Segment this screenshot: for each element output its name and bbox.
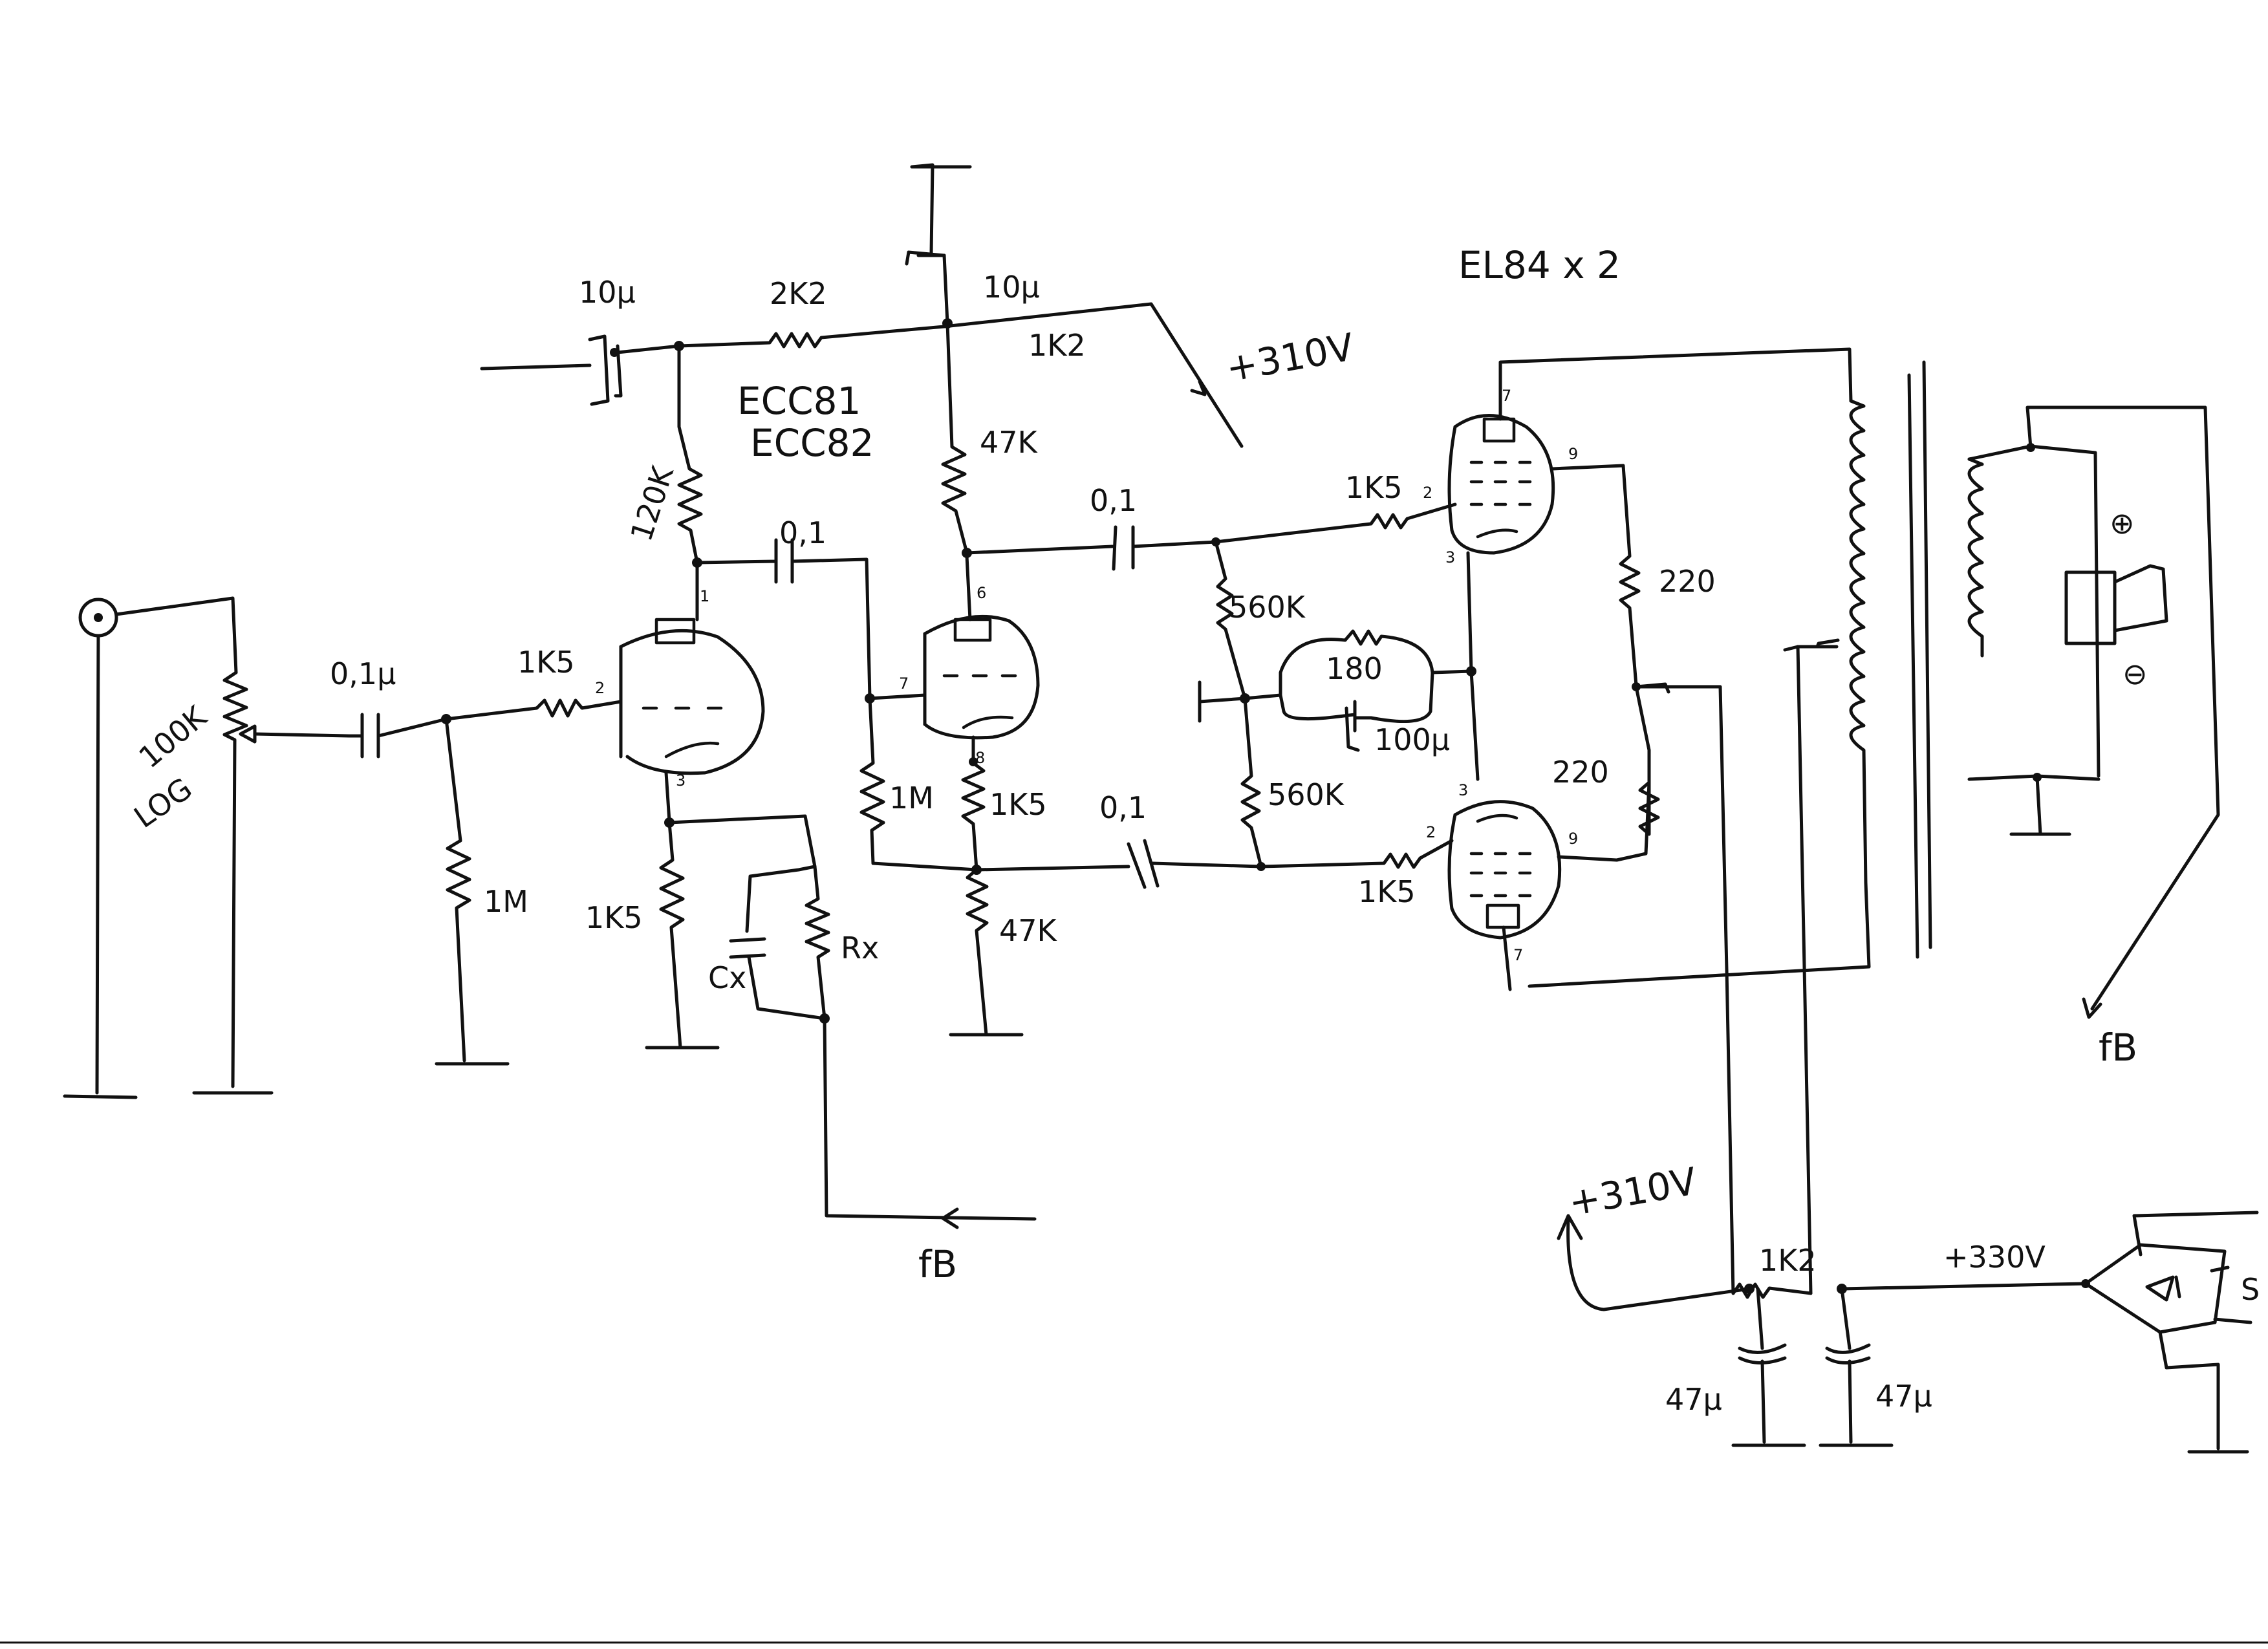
decoupling-res-value: 2K2 [770, 276, 827, 311]
preamp-tube-label-1: ECC81 [737, 379, 861, 423]
speaker-minus: ⊖ [2122, 656, 2148, 691]
input-jack [63, 596, 238, 1099]
lower-output-coupling: 0,1 [975, 790, 1266, 889]
power-supply: 1K2 47µ 47µ +310V +330V [1557, 1159, 2090, 1447]
v3-grid-stopper-value: 1K5 [1345, 470, 1403, 505]
speaker-plus: ⊕ [2110, 506, 2135, 541]
v3-grid-stopper: 1K5 [1214, 470, 1457, 544]
input-cap-value: 0,1µ [330, 656, 396, 691]
v1-v2-coupling-capacitor: 0,1 [695, 515, 875, 704]
v1-grid-stopper: 1K5 [444, 645, 623, 721]
v2-cathode-res-value: 1K5 [989, 787, 1047, 822]
decoupling-cap-value: 10µ [579, 275, 636, 310]
power-tube-label: EL84 x 2 [1458, 243, 1621, 287]
v1-grid-stopper-value: 1K5 [517, 645, 575, 680]
v2-pin-6: 6 [977, 584, 986, 602]
v2-grid-circuit: 1M [859, 696, 978, 872]
v2-cathode-circuit: 1K5 47K [949, 735, 1058, 1037]
v4-screen-res-value: 220 [1552, 755, 1609, 790]
volume-pot-taper: LOG [127, 771, 198, 835]
v1-cathode-res-value: 1K5 [585, 900, 643, 935]
v1-cathode-circuit: 1K5 [585, 771, 817, 1050]
feedback-network: Cx Rx fB [708, 865, 1037, 1286]
top-cap-value: 10µ [983, 270, 1040, 305]
v3-pin-7: 7 [1502, 387, 1511, 405]
v1-pin-2: 2 [595, 679, 605, 697]
v1-plate-circuit: 120K [623, 344, 703, 621]
rectifier-label: S [2241, 1272, 2260, 1307]
feedback-label-right: fB [2099, 1026, 2137, 1070]
v4-pin-3: 3 [1458, 781, 1468, 799]
supply-cap2-value: 47µ [1875, 1379, 1932, 1414]
supply-raw-dc-label: +330V [1943, 1240, 2046, 1275]
v1-plate-res-value: 120K [623, 461, 680, 546]
tube-v4: 3 2 9 7 [1426, 781, 1578, 964]
output-transformer [1528, 360, 1932, 1295]
volume-pot-value: 100K [132, 698, 213, 775]
input-coupling-capacitor: 0,1µ [330, 656, 448, 759]
output-grid-resistors: 560K 560K [1198, 540, 1345, 868]
top-rail-label: +310V [1223, 325, 1357, 391]
lower-cap-value: 0,1 [1099, 790, 1147, 825]
upper-grid-res-value: 560K [1229, 590, 1306, 625]
supply-rail-label: +310V [1566, 1159, 1700, 1225]
output-bias-network: 180 100µ [1243, 629, 1476, 757]
upper-output-coupling: 0,1 [965, 483, 1220, 571]
preamp-tube-label-2: ECC82 [750, 421, 874, 465]
v1-pin-1: 1 [700, 587, 709, 605]
v2-tail-res-value: 47K [999, 913, 1058, 948]
v3-screen-res-value: 220 [1659, 564, 1716, 599]
v1-v2-cap-value: 0,1 [779, 515, 826, 550]
input-grid-leak-value: 1M [484, 884, 528, 919]
supply-drop-res-value: 1K2 [1759, 1243, 1817, 1278]
v4-pin-2: 2 [1426, 823, 1436, 841]
bias-res-value: 180 [1326, 651, 1383, 686]
supply-cap1-value: 47µ [1665, 1382, 1722, 1417]
v1-decoupling: 10µ 2K2 [480, 275, 946, 406]
bias-cap-value: 100µ [1374, 722, 1450, 757]
volume-pot: 100K LOG [127, 671, 351, 1095]
feedback-res-value: Rx [841, 931, 879, 965]
v2-grid-res-value: 1M [889, 781, 934, 815]
upper-cap-value: 0,1 [1090, 483, 1137, 518]
v3-pin-9: 9 [1568, 445, 1578, 463]
v4-grid-stopper: 1K5 [1259, 839, 1454, 909]
v1-pin-3: 3 [676, 771, 686, 790]
v4-pin-9: 9 [1568, 830, 1578, 848]
lower-grid-res-value: 560K [1268, 777, 1345, 812]
v2-pin-7: 7 [899, 674, 909, 693]
tube-v1: 1 2 3 [595, 587, 765, 790]
v3-pin-2: 2 [1423, 484, 1432, 502]
v3-plate-screen: 220 [1466, 347, 1853, 781]
rectifier-bridge: S [2084, 1211, 2260, 1454]
speaker-icon [2064, 570, 2117, 645]
v4-grid-stopper-value: 1K5 [1358, 874, 1416, 909]
speaker-circuit: ⊕ ⊖ fB [1967, 405, 2220, 1070]
feedback-cap-value: Cx [708, 960, 746, 995]
feedback-label-bottom: fB [918, 1242, 957, 1286]
top-res-value: 1K2 [1028, 328, 1086, 363]
input-grid-leak: 1M [435, 714, 528, 1066]
v4-pin-7: 7 [1513, 946, 1523, 964]
v2-plate-res-value: 47K [980, 425, 1039, 460]
v3-pin-3: 3 [1445, 548, 1455, 566]
tube-v2: 6 7 8 [868, 584, 1040, 767]
v4-plate-screen: 220 [1502, 682, 1670, 991]
